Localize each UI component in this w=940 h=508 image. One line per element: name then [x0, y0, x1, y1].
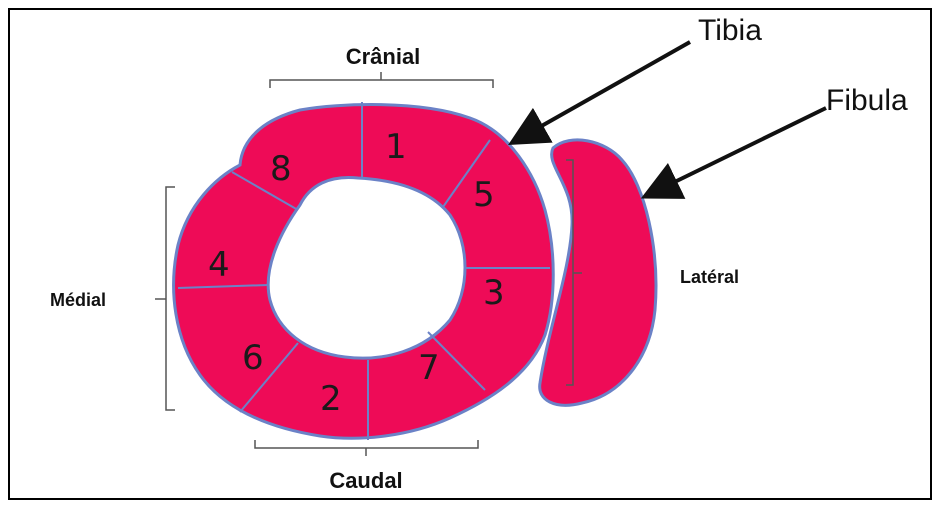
medial-label: Médial	[50, 290, 106, 310]
segment-4-label: 4	[208, 245, 230, 285]
fibula-arrow	[640, 106, 827, 199]
caudal-label: Caudal	[329, 468, 402, 493]
segment-5-label: 5	[473, 175, 495, 215]
tibia-cross-section	[172, 103, 555, 440]
direction-brackets	[155, 72, 582, 456]
segment-dividers	[177, 102, 550, 440]
segment-1-label: 1	[385, 127, 407, 167]
fibula-cross-section	[538, 138, 658, 407]
segment-6-label: 6	[242, 338, 264, 378]
lateral-label: Latéral	[680, 267, 739, 287]
segment-2-label: 2	[320, 379, 342, 419]
segment-7-label: 7	[418, 348, 440, 388]
tibia-arrow	[508, 40, 691, 145]
fibula-label: Fibula	[826, 84, 908, 117]
cranial-label: Crânial	[346, 44, 421, 69]
segment-3-label: 3	[483, 273, 505, 313]
tibia-label: Tibia	[698, 14, 762, 47]
segment-8-label: 8	[270, 149, 292, 189]
